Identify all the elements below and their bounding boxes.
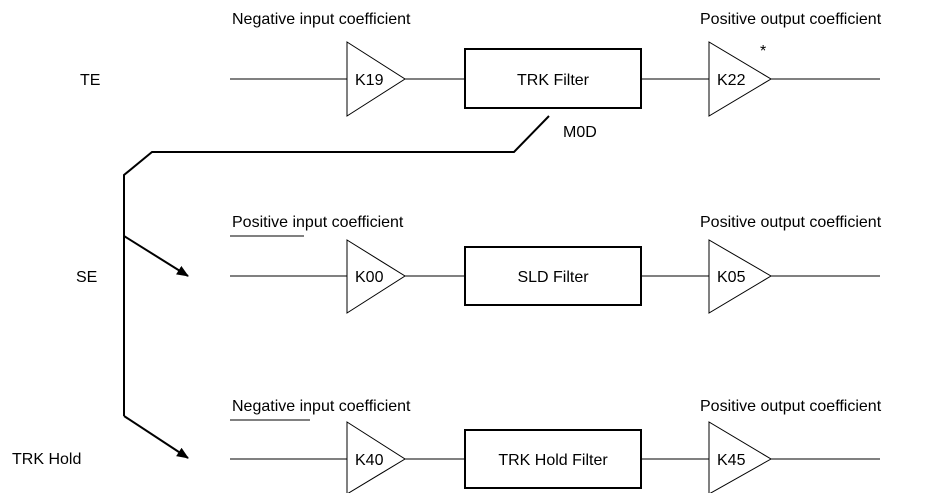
input-amplifier-label-trk-hold: K40 <box>355 452 384 469</box>
output-amplifier-te <box>708 41 772 117</box>
switch-path <box>123 115 550 416</box>
row-trk-hold: TRK Hold Negative input coefficient K40 … <box>12 398 882 493</box>
input-coefficient-label-te: Negative input coefficient <box>232 11 411 28</box>
switch-arrow-trk-hold <box>123 415 189 459</box>
switch-arrow-se <box>123 235 189 277</box>
output-amplifier-label-trk-hold: K45 <box>717 452 746 469</box>
input-amplifier-trk-hold <box>346 421 406 493</box>
mode-switch: M0D <box>123 115 597 459</box>
input-coefficient-label-se: Positive input coefficient <box>232 214 404 231</box>
filter-block-se <box>464 246 642 306</box>
output-amplifier-trk-hold <box>708 421 772 493</box>
input-amplifier-label-se: K00 <box>355 269 384 286</box>
input-amplifier-label-te: K19 <box>355 72 384 89</box>
input-amplifier-te <box>346 41 406 117</box>
signal-label-se: SE <box>76 269 97 286</box>
output-amplifier-label-se: K05 <box>717 269 746 286</box>
signal-label-te: TE <box>80 72 100 89</box>
input-amplifier-se <box>346 239 406 314</box>
output-amplifier-label-te: K22 <box>717 72 746 89</box>
input-coefficient-label-trk-hold: Negative input coefficient <box>232 398 411 415</box>
filter-label-te: TRK Filter <box>517 72 590 89</box>
filter-block-te <box>464 48 642 109</box>
filter-label-trk-hold: TRK Hold Filter <box>498 452 608 469</box>
row-te: TE Negative input coefficient K19 TRK Fi… <box>80 11 882 117</box>
output-note-marker-te: * <box>760 43 766 60</box>
row-se: SE Positive input coefficient K00 SLD Fi… <box>76 214 882 314</box>
switch-label: M0D <box>563 124 597 141</box>
output-coefficient-label-trk-hold: Positive output coefficient <box>700 398 882 415</box>
signal-label-trk-hold: TRK Hold <box>12 451 81 468</box>
output-amplifier-se <box>708 239 772 314</box>
output-coefficient-label-te: Positive output coefficient <box>700 11 882 28</box>
output-coefficient-label-se: Positive output coefficient <box>700 214 882 231</box>
filter-label-se: SLD Filter <box>517 269 589 286</box>
